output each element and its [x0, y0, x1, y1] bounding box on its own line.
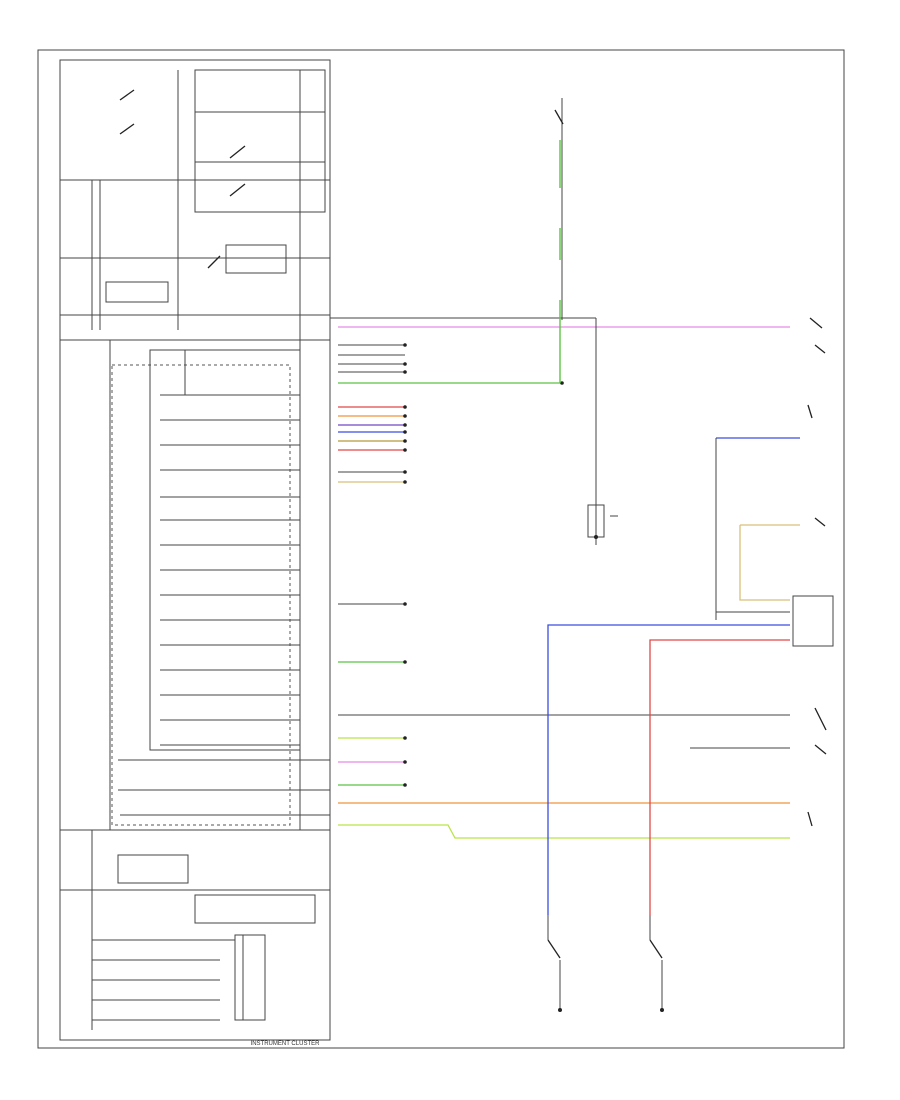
right-module-box: [792, 595, 834, 647]
indicator-box-2: [105, 281, 169, 303]
center-ground-feed: [554, 98, 618, 545]
instrument-cluster: [59, 59, 331, 1041]
red-long-wire: [649, 639, 790, 915]
indicator-box-1: [225, 244, 287, 274]
gauge-block: [194, 69, 326, 213]
footer-label: INSTRUMENT CLUSTER: [251, 1041, 321, 1047]
lower-box-1: [117, 854, 189, 884]
page-border: [37, 49, 845, 1049]
right-side-components: [547, 317, 834, 915]
lower-box-2: [194, 894, 316, 924]
cluster-outline: [59, 59, 331, 1041]
blue-long-wire: [547, 624, 790, 915]
warning-lamp-group: [149, 349, 301, 751]
yellow-green-wire: [338, 824, 790, 839]
bottom-switches: [547, 915, 664, 1012]
lower-box-3: [234, 934, 266, 1021]
harness-right-of-cluster: [330, 317, 790, 839]
